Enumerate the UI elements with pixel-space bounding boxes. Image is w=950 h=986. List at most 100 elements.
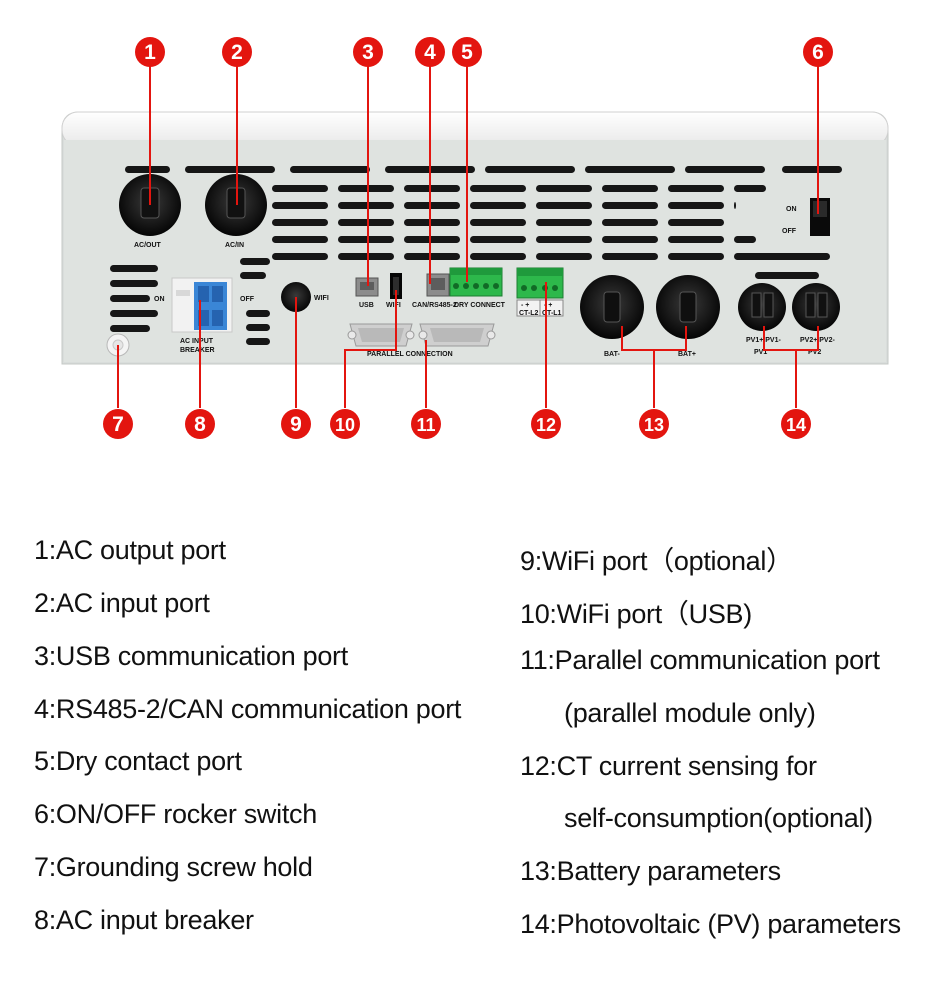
breaker-label-line2: BREAKER	[180, 347, 215, 354]
can-rs485-port: CAN/RS485-2	[412, 273, 457, 309]
callout-number-13: 13	[644, 415, 664, 435]
inverter-rear-panel-diagram: AC/OUT AC/IN ON OFF ON OFF AC INPUT BREA…	[61, 37, 889, 439]
callout-badge-4	[415, 37, 445, 67]
legend-item-right: 9:WiFi port（optional）	[520, 546, 793, 576]
wifi-label: WIFI	[314, 295, 329, 302]
vent-slot	[272, 219, 328, 226]
vent-slot	[685, 166, 765, 173]
vent-slot	[272, 185, 328, 192]
vent-slot	[755, 272, 819, 279]
callout-badge-7	[103, 409, 133, 439]
parallel-connection-ports: PARALLEL CONNECTION	[347, 323, 496, 358]
vent-slot	[602, 219, 658, 226]
callout-number-11: 11	[416, 415, 435, 435]
leader-lines	[117, 66, 819, 408]
vent-slot	[290, 166, 370, 173]
parallel-connection-label: PARALLEL CONNECTION	[367, 351, 453, 358]
usb-label: USB	[359, 302, 374, 309]
rocker-switch: ON OFF	[782, 198, 830, 236]
vent-slot	[668, 253, 724, 260]
vent-slot	[185, 166, 275, 173]
vent-slot	[536, 219, 592, 226]
callout-number-5: 5	[461, 41, 473, 64]
callout-badge-5	[452, 37, 482, 67]
callout-badge-9	[281, 409, 311, 439]
wifi-usb-port: WIFI	[386, 273, 402, 309]
vent-slot	[585, 166, 675, 173]
callout-number-4: 4	[424, 41, 436, 64]
vent-slot	[272, 202, 328, 209]
vent-slot	[602, 236, 658, 243]
legend-item-left: 5:Dry contact port	[34, 746, 242, 776]
vent-slot	[404, 185, 460, 192]
legend-item-right: 12:CT current sensing for	[520, 751, 817, 781]
legend-item-right: 11:Parallel communication port	[520, 645, 880, 675]
ct-l1-polarity: - +	[544, 302, 552, 309]
callout-badge-1	[135, 37, 165, 67]
ct-terminal: - + - + CT-L2 CT-L1	[516, 267, 564, 317]
legend-item-right: (parallel module only)	[564, 698, 816, 728]
callout-number-10: 10	[335, 415, 355, 435]
bat-plus-label: BAT+	[678, 351, 696, 358]
legend-item-left: 1:AC output port	[34, 535, 226, 565]
callout-badge-2	[222, 37, 252, 67]
vent-slot	[125, 166, 170, 173]
vent-slot	[110, 325, 150, 332]
vent-slot	[240, 272, 266, 279]
vent-slot	[734, 236, 756, 243]
vent-slot	[338, 185, 394, 192]
wifi-usb-label: WIFI	[386, 302, 401, 309]
pv1-label: PV1	[754, 349, 767, 356]
callout-number-14: 14	[786, 415, 806, 435]
vent-slot	[668, 219, 724, 226]
legend-item-left: 4:RS485-2/CAN communication port	[34, 694, 462, 724]
callout-badge-3	[353, 37, 383, 67]
callout-number-1: 1	[144, 41, 156, 64]
vent-slot	[404, 253, 460, 260]
ct-l2-label: CT-L2	[519, 310, 539, 317]
breaker-label-line1: AC INPUT	[180, 338, 214, 345]
legend-item-right: 10:WiFi port（USB)	[520, 599, 752, 629]
callout-number-12: 12	[536, 415, 556, 435]
vent-slot	[404, 236, 460, 243]
vent-slot	[668, 202, 724, 209]
vent-slot	[404, 202, 460, 209]
pv2-label: PV2	[808, 349, 821, 356]
callout-badge-8	[185, 409, 215, 439]
vent-slot	[470, 219, 526, 226]
dry-connect-label: DRY CONNECT	[454, 302, 506, 309]
vent-slot	[602, 202, 658, 209]
legend-item-right: 13:Battery parameters	[520, 856, 781, 886]
vent-slot	[338, 236, 394, 243]
breaker-off-label: OFF	[240, 296, 255, 303]
callout-badge-6	[803, 37, 833, 67]
legend-item-left: 6:ON/OFF rocker switch	[34, 799, 317, 829]
vent-slot	[110, 295, 150, 302]
vent-slot	[338, 253, 394, 260]
switch-off-label: OFF	[782, 228, 797, 235]
legend-item-right: self-consumption(optional)	[564, 803, 873, 833]
legend-item-left: 3:USB communication port	[34, 641, 348, 671]
vent-slot	[485, 166, 575, 173]
vent-slot	[246, 324, 270, 331]
callout-badge-11	[411, 409, 441, 439]
vent-slot	[246, 310, 270, 317]
vent-slot	[470, 185, 526, 192]
vent-slot	[602, 185, 658, 192]
vent-slot	[734, 202, 736, 209]
legend-item-left: 2:AC input port	[34, 588, 210, 618]
callout-number-2: 2	[231, 41, 243, 64]
vent-slot	[110, 265, 158, 272]
can-rs485-label: CAN/RS485-2	[412, 302, 457, 309]
vent-slot	[668, 185, 724, 192]
vent-slot	[734, 185, 766, 192]
vent-slot	[240, 258, 270, 265]
vent-slot	[246, 338, 270, 345]
vent-slot	[272, 253, 328, 260]
pv-ports: PV1+ PV1- PV2+ PV2- PV1 PV2	[738, 283, 840, 356]
battery-ports: BAT- BAT+	[580, 275, 720, 358]
vent-slot	[782, 166, 842, 173]
dry-contact-terminal: DRY CONNECT	[449, 267, 506, 309]
vent-slot	[404, 219, 460, 226]
callout-badge-13	[639, 409, 669, 439]
